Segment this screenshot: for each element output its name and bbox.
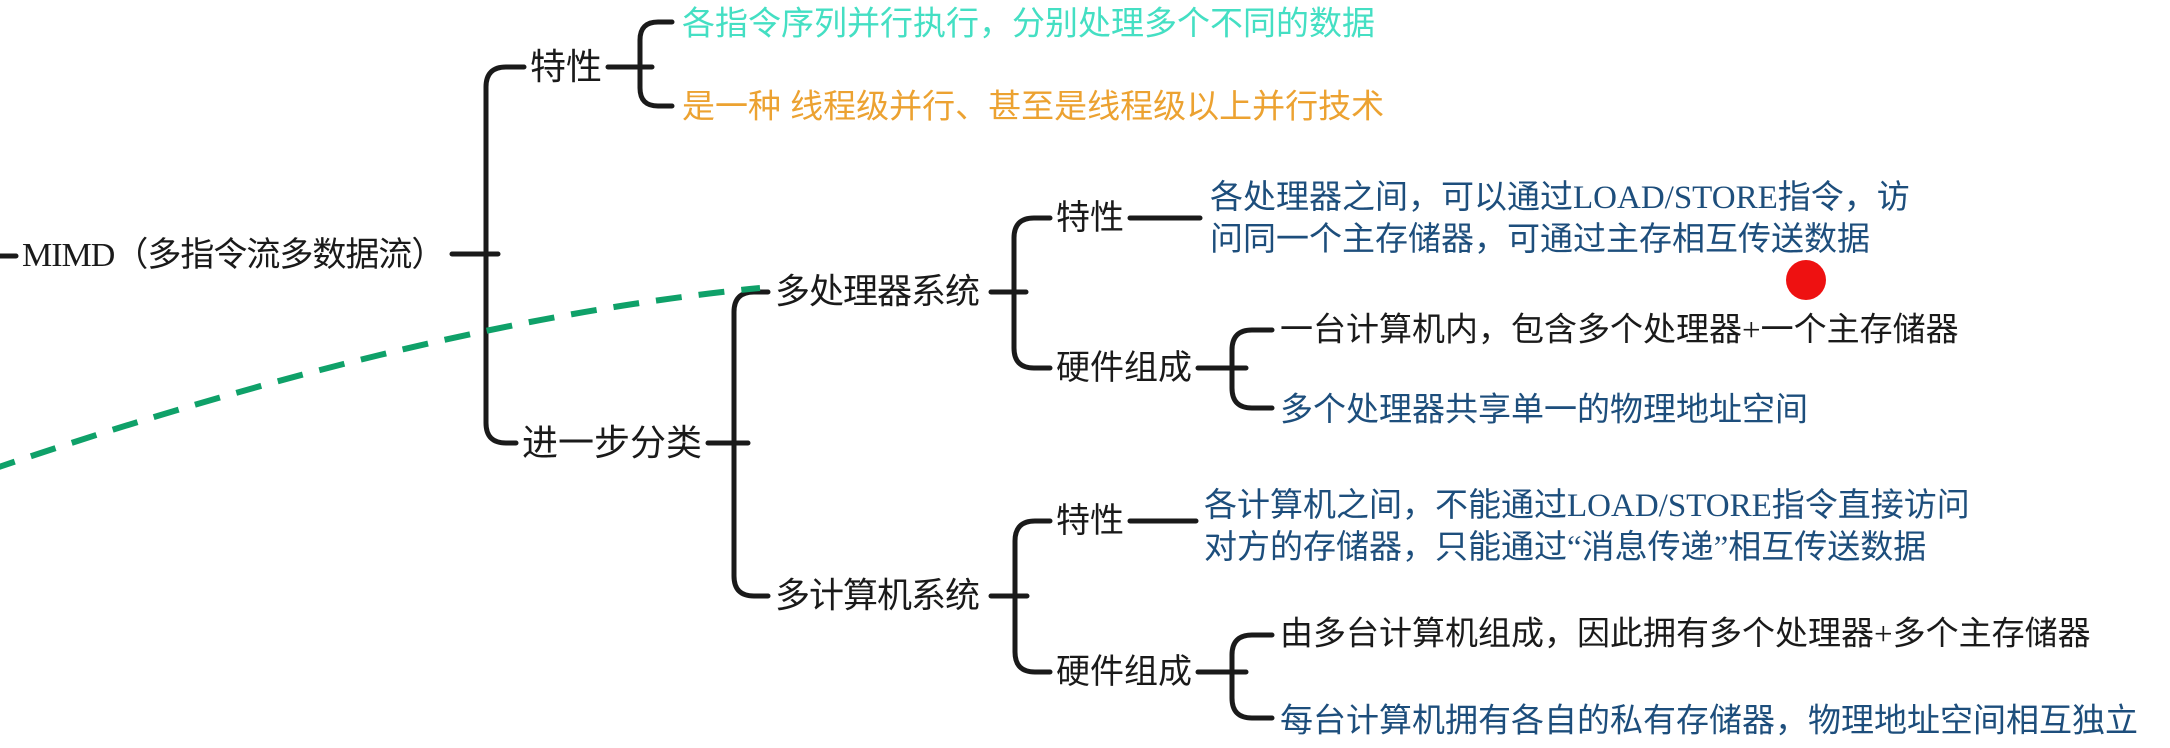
leaf-multiprocessor-hw-2: 多个处理器共享单一的物理地址空间 [1280,390,1808,428]
text-multicomputer-feature: 各计算机之间，不能通过LOAD/STORE指令直接访问 对方的存储器，只能通过“… [1204,485,1970,569]
node-multicomputer-feature: 特性 [1056,502,1124,540]
node-multiprocessor-system: 多处理器系统 [775,272,980,312]
leaf-multicomputer-hw-2: 每台计算机拥有各自的私有存储器，物理地址空间相互独立 [1280,701,2138,739]
node-multiprocessor-feature: 特性 [1056,199,1124,237]
leaf-feature-thread-level: 是一种 线程级并行、甚至是线程级以上并行技术 [682,87,1385,125]
text-multicomputer-feature-line2: 对方的存储器，只能通过“消息传递”相互传送数据 [1204,530,1927,566]
text-multiprocessor-feature-line2: 问同一个主存储器，可通过主存相互传送数据 [1210,222,1870,258]
node-classification: 进一步分类 [522,422,703,463]
leaf-multiprocessor-hw-1: 一台计算机内，包含多个处理器+一个主存储器 [1280,312,1959,349]
multicomputer-children-bracket [1012,518,1053,675]
node-root: MIMD（多指令流多数据流） [22,237,445,274]
multiprocessor-children-bracket [1011,215,1053,371]
laser-pointer-dot [1786,260,1826,300]
classification-children-bracket [731,289,771,599]
green-dashed-curve [0,285,761,470]
leaf-multicomputer-hw-1: 由多台计算机组成，因此拥有多个处理器+多个主存储器 [1280,616,2091,653]
text-multicomputer-feature-line1: 各计算机之间，不能通过LOAD/STORE指令直接访问 [1204,488,1970,524]
multiprocessor-hardware-bracket [1229,327,1275,411]
node-multicomputer-hardware: 硬件组成 [1056,653,1192,691]
leaf-feature-parallel: 各指令序列并行执行，分别处理多个不同的数据 [682,4,1375,42]
root-children-bracket [483,64,527,446]
multicomputer-hardware-bracket [1229,632,1275,721]
node-multicomputer-system: 多计算机系统 [775,576,980,616]
feature-items-bracket [637,19,675,109]
node-multiprocessor-hardware: 硬件组成 [1056,349,1192,387]
text-multiprocessor-feature: 各处理器之间，可以通过LOAD/STORE指令，访 问同一个主存储器，可通过主存… [1210,177,1910,261]
text-multiprocessor-feature-line1: 各处理器之间，可以通过LOAD/STORE指令，访 [1210,180,1910,216]
node-feature: 特性 [530,46,603,87]
